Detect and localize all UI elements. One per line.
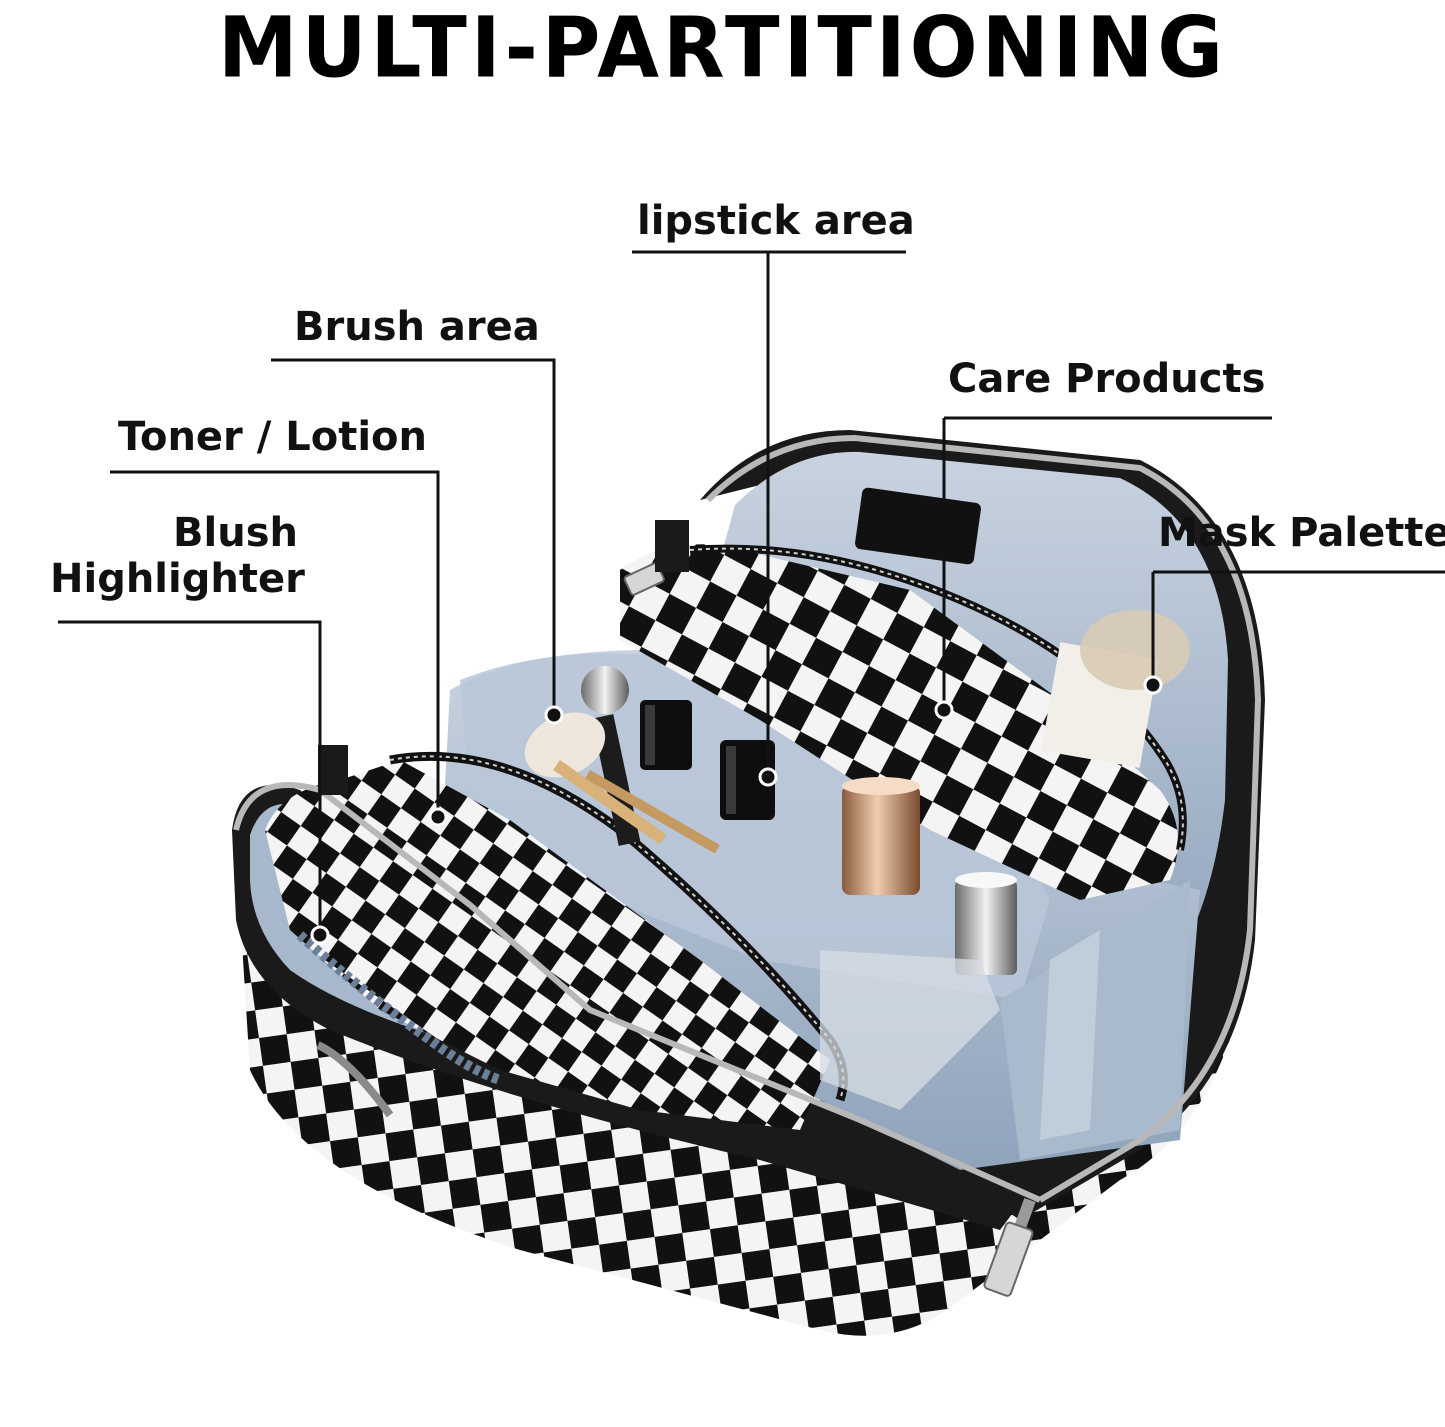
leader-dots (310, 675, 1163, 945)
upper-pouch (620, 544, 1178, 900)
side-panel-fold (1040, 930, 1100, 1140)
label-toner-lotion: Toner / Lotion (118, 414, 428, 460)
silver-cap (581, 666, 629, 714)
front-shell (232, 785, 1030, 1230)
rim-zipper (233, 782, 1042, 1203)
gold-bottle (842, 785, 920, 895)
brand-emblem (316, 1041, 394, 1118)
leader-lines (58, 250, 1445, 933)
label-care-products: Care Products (948, 356, 1266, 402)
label-highlighter: Highlighter (50, 556, 305, 602)
label-mask-palette: Mask Palette (1158, 510, 1445, 556)
elastic-band (296, 931, 502, 1085)
label-blush: Blush (173, 510, 298, 556)
zipper-pull (983, 1197, 1036, 1297)
black-case (855, 487, 981, 565)
mask-palette (1080, 610, 1190, 690)
label-lipstick-area: lipstick area (637, 198, 915, 244)
brush-head (524, 712, 606, 778)
silver-bottle (955, 880, 1017, 975)
brush-handle (553, 760, 667, 845)
label-brush-area: Brush area (294, 304, 540, 350)
side-tab (655, 520, 689, 572)
clear-pouch (820, 950, 1000, 1110)
page-title: MULTI-PARTITIONING (217, 0, 1228, 97)
